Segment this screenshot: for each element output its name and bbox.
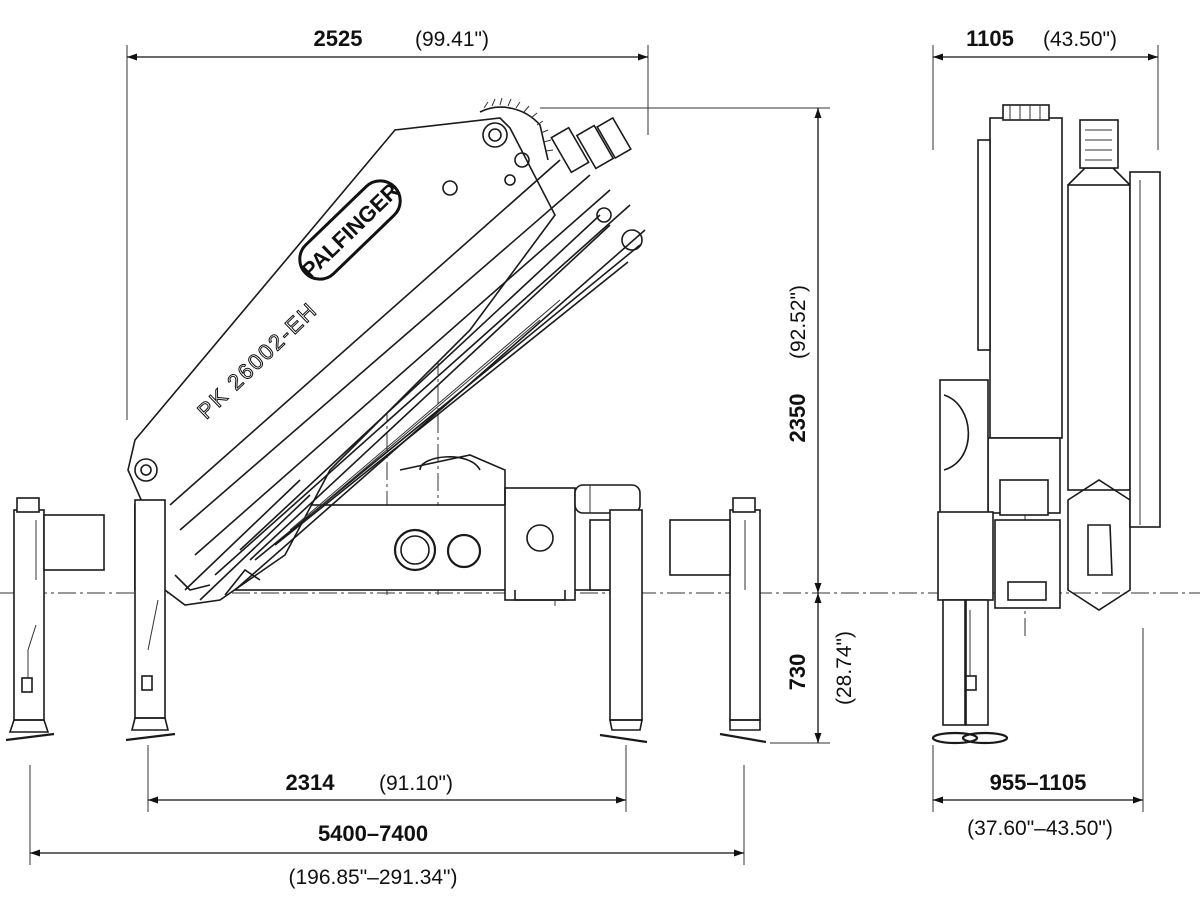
dim-outrigger-base: 2314 (91.10") [147,745,627,812]
dim-side-width-top: 1105 (43.50") [932,26,1159,150]
dim-depth-below-ref: 730 (28.74") [770,593,856,744]
dim-2525-value: 2525 [314,26,363,51]
dim-1105-imperial: (43.50") [1043,28,1117,51]
dim-955-1105-imperial: (37.60"–43.50") [967,817,1113,840]
dim-overall-width-top: 2525 (99.41") [126,26,649,420]
outrigger-right [599,509,648,744]
outrigger-far-right [669,497,767,744]
dim-side-base: 955–1105 (37.60"–43.50") [932,628,1144,840]
dim-955-1105-value: 955–1105 [990,770,1087,795]
boom-assembly [127,97,646,606]
dim-1105-value: 1105 [966,26,1014,51]
dim-730-imperial: (28.74") [833,631,856,705]
dim-5400-7400-value: 5400–7400 [318,821,428,846]
dim-height-above-ref: 2350 (92.52") [540,107,830,593]
dim-5400-7400-imperial: (196.85"–291.34") [288,866,457,889]
dim-2314-value: 2314 [286,770,336,795]
crane-side-view: PALFINGER PK 26002-EH [5,97,767,744]
dim-2350-value: 2350 [785,394,810,443]
dim-730-value: 730 [785,654,810,691]
outrigger-left [125,499,176,742]
dim-outrigger-span: 5400–7400 (196.85"–291.34") [29,765,745,889]
outrigger-far-left [5,497,105,742]
dim-2350-imperial: (92.52") [787,285,810,359]
dim-2525-imperial: (99.41") [415,28,489,51]
crane-end-view [931,104,1161,745]
dim-2314-imperial: (91.10") [379,772,453,795]
